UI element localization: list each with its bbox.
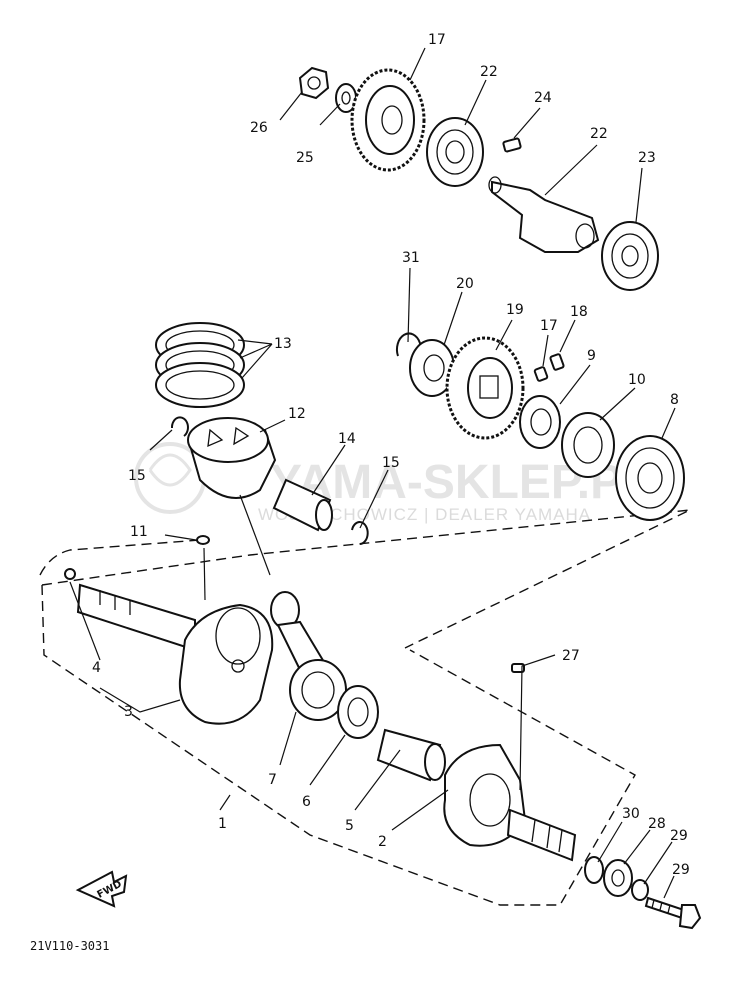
part-7-connecting-rod (270, 591, 347, 721)
callout-7: 7 (268, 772, 277, 788)
part-6-needle-bearing (337, 685, 379, 739)
part-13-piston-rings (155, 322, 245, 408)
callout-18: 19 (506, 302, 524, 318)
part-2-right-crank (443, 743, 577, 862)
watermark-sub: WOJCIECHOWICZ | DEALER YAMAHA (258, 505, 591, 524)
callout-6: 6 (302, 794, 311, 810)
callout-10: 10 (628, 372, 646, 388)
part-16-spring (533, 366, 549, 382)
drawing-code: 21V110-3031 (30, 939, 109, 953)
callout-labels: 17 26 25 22 24 22 23 31 20 19 17 18 9 10… (92, 32, 690, 878)
part-15-circlip-left (170, 416, 189, 437)
callout-13: 13 (274, 336, 292, 352)
part-25-nut (298, 66, 330, 100)
callout-11: 11 (130, 524, 148, 540)
callout-15-right: 15 (382, 455, 400, 471)
part-23-key (502, 137, 522, 153)
callout-28: 29 (670, 828, 688, 844)
callout-8: 8 (670, 392, 679, 408)
part-3-left-crank (64, 568, 274, 725)
callout-12: 12 (288, 406, 306, 422)
forward-arrow-icon: FWD (75, 870, 128, 908)
part-22-bearing-right (601, 221, 659, 291)
callout-29: 29 (672, 862, 690, 878)
callout-30: 30 (622, 806, 640, 822)
callout-1: 1 (218, 816, 227, 832)
callout-5: 5 (345, 818, 354, 834)
part-8-bearing (615, 435, 685, 521)
part-20-gear (350, 68, 426, 172)
part-21-balancer-shaft (488, 176, 600, 253)
callout-26: 27 (562, 648, 580, 664)
part-26-key (511, 663, 525, 673)
callout-4: 4 (92, 660, 101, 676)
callout-24: 25 (296, 150, 314, 166)
callout-23: 24 (534, 90, 552, 106)
callout-16: 17 (540, 318, 558, 334)
assembly-outlines (39, 509, 691, 906)
part-11-pin (196, 535, 210, 545)
part-14-piston-pin (272, 478, 333, 532)
part-22-bearing-upper (426, 117, 484, 187)
callout-25: 26 (250, 120, 268, 136)
callout-22-right: 23 (638, 150, 656, 166)
part-10-washer (561, 412, 615, 478)
callout-22-upper: 22 (480, 64, 498, 80)
callout-17: 18 (570, 304, 588, 320)
part-24-lock-washer (335, 83, 357, 113)
callout-27: 28 (648, 816, 666, 832)
callout-3: 3 (124, 704, 133, 720)
callout-15-left: 15 (128, 468, 146, 484)
callout-9: 9 (587, 348, 596, 364)
callout-31: 31 (402, 250, 420, 266)
part-29-bolt (644, 896, 702, 930)
leader-lines (69, 47, 676, 899)
part-30-washer (584, 856, 604, 884)
part-12-piston (187, 417, 277, 499)
part-28-lock-washer (631, 879, 649, 901)
part-18-gear (445, 336, 525, 440)
callout-2: 2 (378, 834, 387, 850)
callout-20: 17 (428, 32, 446, 48)
part-9-nut (519, 395, 561, 449)
part-15-circlip-right (351, 521, 369, 545)
callout-21: 22 (590, 126, 608, 142)
callout-19: 20 (456, 276, 474, 292)
part-5-crank-pin (376, 728, 446, 782)
part-27-washer (603, 859, 633, 897)
callout-14: 14 (338, 431, 356, 447)
part-17-pin (549, 353, 565, 371)
